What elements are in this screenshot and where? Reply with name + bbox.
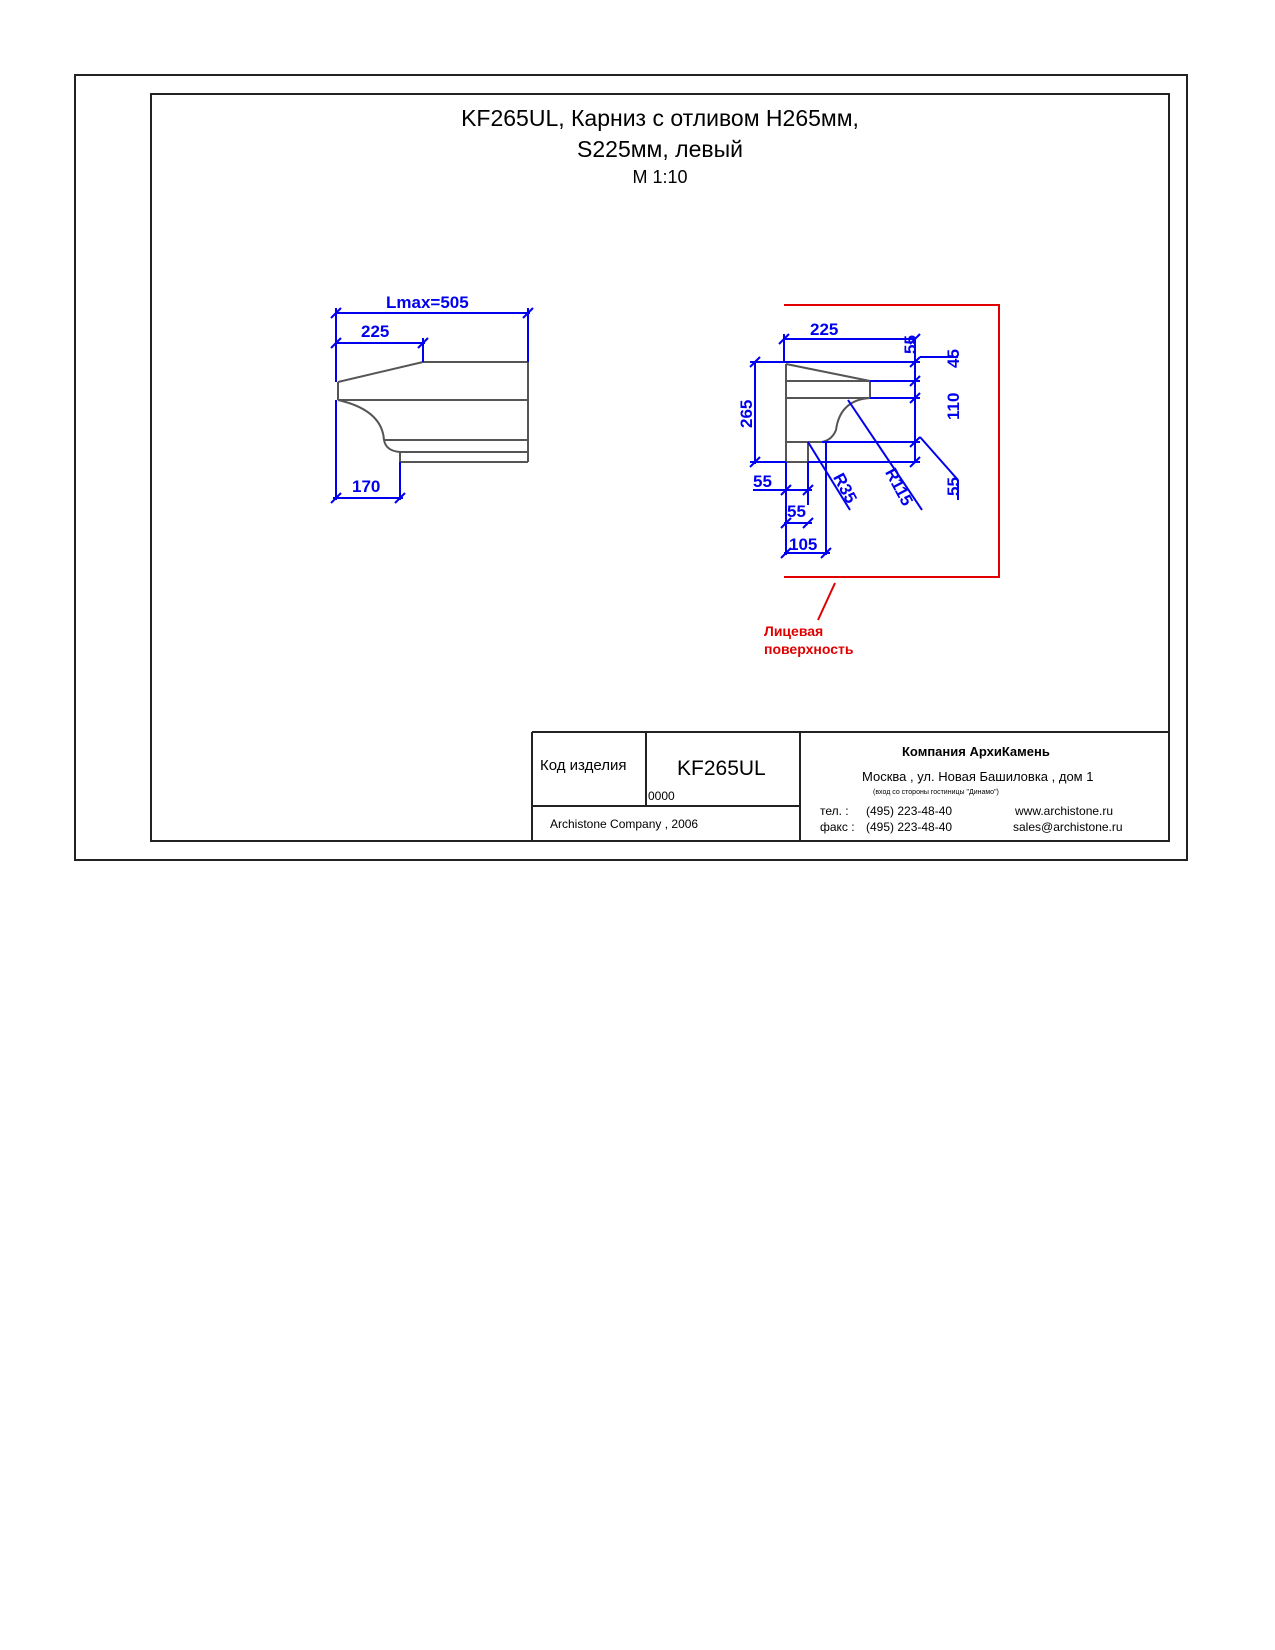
fax-label: факс :	[820, 820, 855, 834]
dim-right-55-left: 55	[753, 472, 772, 491]
dim-right-265: 265	[737, 399, 756, 428]
face-surface-label-line2: поверхность	[764, 641, 854, 657]
dim-right-110: 110	[944, 392, 963, 420]
left-profile	[337, 361, 529, 463]
right-dimensions	[749, 333, 959, 559]
company-name: Компания АрхиКамень	[902, 744, 1050, 759]
right-profile	[785, 363, 871, 463]
outer-frame	[74, 74, 1188, 861]
company-address-note: (вход со стороны гостиницы "Динамо")	[873, 789, 999, 796]
product-code-label: Код изделия	[540, 757, 627, 774]
inner-frame	[150, 93, 1170, 842]
drawing-number: 0000	[648, 789, 675, 803]
face-surface-label: Лицевая поверхность	[764, 622, 853, 658]
drawing-scale: М 1:10	[632, 167, 688, 187]
dim-lmax: Lmax=505	[386, 293, 469, 312]
dim-right-55-top: 55	[901, 335, 920, 354]
face-surface-marker	[784, 304, 1000, 621]
fax-number: (495) 223-48-40	[866, 820, 953, 834]
left-dimensions	[330, 307, 534, 504]
face-surface-label-line1: Лицевая	[764, 623, 824, 639]
email-link[interactable]: sales@archistone.ru	[1013, 820, 1123, 834]
drawing-title: KF265UL, Карниз с отливом H265мм,	[461, 105, 859, 131]
dim-right-55-bottom: 55	[787, 502, 806, 521]
dim-left-170: 170	[352, 477, 381, 496]
drawing-title-line2: S225мм, левый	[577, 136, 743, 162]
dim-right-45: 45	[944, 349, 963, 368]
dim-right-105: 105	[789, 535, 818, 554]
dim-left-225: 225	[361, 322, 390, 341]
tel-label: тел. :	[820, 804, 849, 818]
copyright: Archistone Company , 2006	[550, 817, 699, 831]
company-address: Москва , ул. Новая Башиловка , дом 1	[862, 769, 1094, 784]
website-link[interactable]: www.archistone.ru	[1015, 804, 1114, 818]
dim-right-55-right: 55	[944, 477, 963, 496]
tel-number: (495) 223-48-40	[866, 804, 953, 818]
dim-right-225: 225	[810, 320, 839, 339]
product-code-value: KF265UL	[677, 757, 766, 780]
